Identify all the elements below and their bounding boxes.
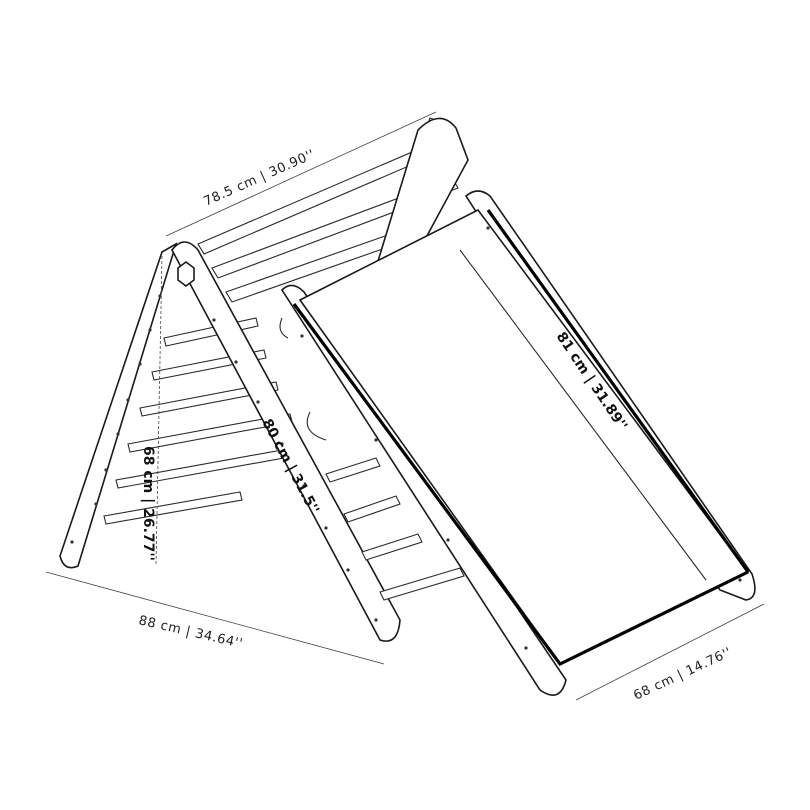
hole [158,294,162,298]
lower-rung-2 [343,495,401,523]
slide-edge [292,303,749,667]
hole [116,432,120,436]
lower-rung-1 [325,457,381,483]
lower-rung-3 [361,533,423,561]
dim-line-slide-width [575,603,765,701]
left-rung-3 [139,381,279,417]
slide-edge-right [486,209,750,573]
hole [280,442,284,446]
hole [138,362,142,366]
hole [324,526,328,530]
hole [446,538,450,542]
lower-rung-4 [379,567,465,601]
dim-line-height [155,255,163,567]
hole [738,578,742,582]
slide-inner-line [459,249,707,581]
hole [104,468,108,472]
hole [148,328,152,332]
hole [126,398,130,402]
front-right-leg [171,241,401,642]
hole [234,360,238,364]
hole [300,334,304,338]
dim-line-base-depth [45,571,385,665]
slide [279,190,756,696]
label-ladder-height: 68 cm | 26.77'' [140,446,156,561]
left-rung-6 [103,491,243,525]
label-base-depth: 88 cm | 34.64'' [137,613,244,652]
dim-line-top-width [165,111,437,237]
hole [524,646,528,650]
hole [70,540,74,544]
hole [256,400,260,404]
label-slide-width: 68 cm | 14.76'' [631,645,734,704]
slide-left-side [280,284,567,696]
slide-hook [279,317,289,339]
left-ladder [59,242,307,569]
front-leg-board [171,241,401,642]
hole [212,318,216,322]
slide-hook-lower [306,411,327,441]
dimension-lines [45,111,765,701]
hole [374,438,378,442]
hole [302,484,306,488]
hole [374,618,378,622]
hex-nut-icon [177,261,195,287]
left-leg-outer [59,242,178,569]
lower-rungs [325,457,465,601]
hole [486,226,490,230]
hole [94,502,98,506]
hole [346,568,350,572]
